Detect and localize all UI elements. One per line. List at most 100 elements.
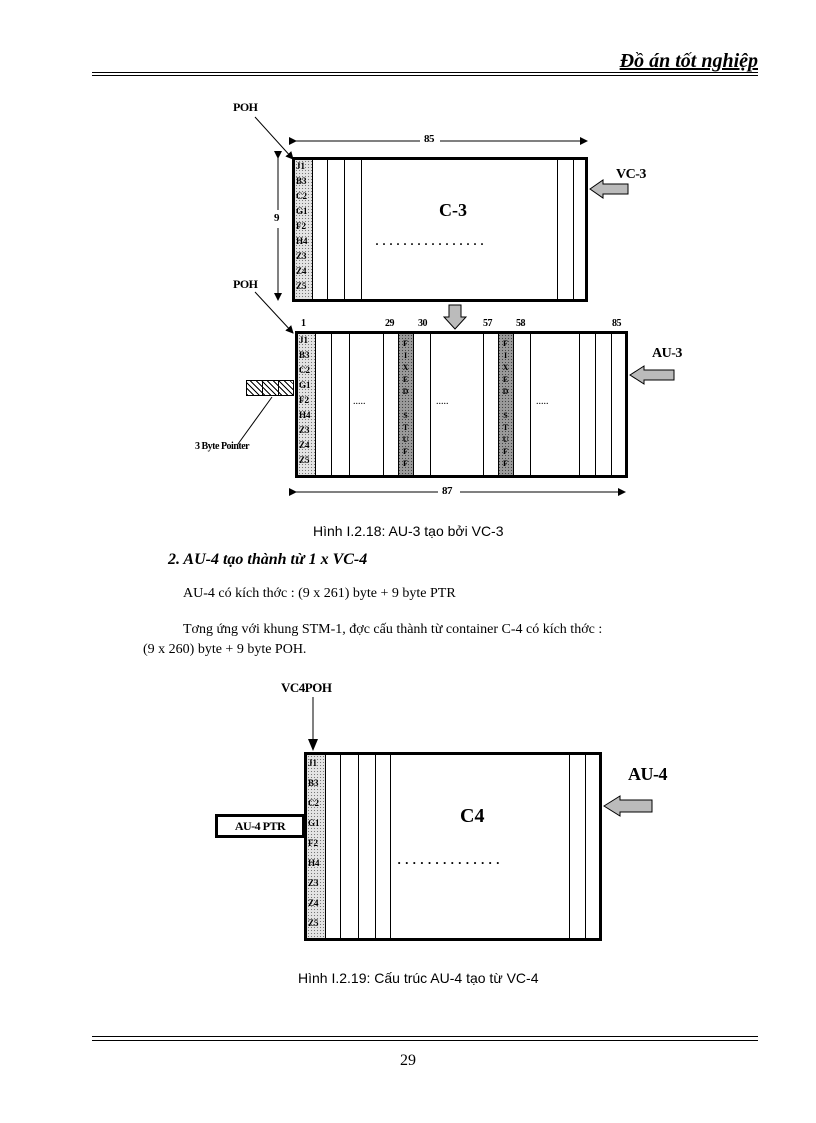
column-line bbox=[569, 755, 570, 938]
poh-label-top: POH bbox=[233, 100, 258, 114]
vc4poh-pointer-icon bbox=[308, 697, 318, 751]
stuff-letter: I bbox=[403, 351, 408, 360]
section-title: AU-4 tạo thành từ 1 x VC-4 bbox=[183, 551, 368, 568]
stuff-letter: D bbox=[402, 387, 409, 396]
stuff-letter: E bbox=[402, 375, 409, 384]
poh-cell-z4: Z4 bbox=[308, 898, 319, 908]
column-line bbox=[530, 334, 531, 475]
poh-cell-h4: H4 bbox=[299, 410, 311, 420]
stuff-letter: F bbox=[403, 447, 408, 456]
au3-arrow-icon bbox=[629, 365, 675, 385]
poh-cell-j1: J1 bbox=[299, 335, 308, 345]
poh-cell-h4: H4 bbox=[296, 236, 308, 246]
column-line bbox=[340, 755, 341, 938]
poh-cell-j1: J1 bbox=[296, 161, 305, 171]
pointer-label: 3 Byte Pointer bbox=[195, 441, 250, 452]
vc4poh-label: VC4POH bbox=[281, 680, 332, 695]
stuff-letter: E bbox=[502, 375, 509, 384]
poh-cell-c2: C2 bbox=[299, 365, 310, 375]
fixed-stuff-column-2: F I X E D S T U F F bbox=[498, 334, 513, 475]
column-line bbox=[383, 334, 384, 475]
column-line bbox=[498, 334, 499, 475]
column-line bbox=[344, 160, 345, 299]
footer-rule bbox=[92, 1040, 758, 1041]
figure-caption-2: Hình I.2.19: Cấu trúc AU-4 tạo từ VC-4 bbox=[298, 970, 539, 986]
column-line bbox=[413, 334, 414, 475]
column-line bbox=[483, 334, 484, 475]
stuff-letter: T bbox=[402, 423, 409, 432]
stuff-letter: U bbox=[402, 435, 409, 444]
height-label-9: 9 bbox=[274, 212, 280, 224]
poh-cell-j1: J1 bbox=[308, 758, 317, 768]
poh-cell-z3: Z3 bbox=[296, 251, 307, 261]
stuff-letter: F bbox=[503, 339, 508, 348]
poh-cell-z5: Z5 bbox=[296, 281, 307, 291]
col-label-1: 1 bbox=[301, 318, 306, 329]
paragraph-line-3: (9 x 260) byte + 9 byte POH. bbox=[143, 642, 307, 657]
au3-frame: J1 B3 C2 G1 F2 H4 Z3 Z4 Z5 F I X E D S T… bbox=[295, 331, 628, 478]
col-label-58: 58 bbox=[516, 318, 526, 329]
header-rule bbox=[92, 72, 758, 73]
paragraph-line-1: AU-4 có kích thớc : (9 x 261) byte + 9 b… bbox=[183, 586, 456, 601]
stuff-letter: X bbox=[402, 363, 409, 372]
poh-cell-b3: B3 bbox=[308, 778, 319, 788]
au3-dots: ..... bbox=[436, 396, 449, 407]
au3-pointer-block bbox=[246, 380, 294, 396]
poh-cell-c2: C2 bbox=[296, 191, 307, 201]
vc3-frame: J1 B3 C2 G1 F2 H4 Z3 Z4 Z5 C-3 · · · · ·… bbox=[292, 157, 588, 302]
poh-cell-h4: H4 bbox=[308, 858, 320, 868]
stuff-letter: F bbox=[503, 459, 508, 468]
au3-label: AU-3 bbox=[652, 346, 682, 361]
poh-cell-f2: F2 bbox=[299, 395, 309, 405]
c3-dots: · · · · · · · · · · · · · · · · bbox=[375, 237, 485, 251]
au4-arrow-icon bbox=[603, 795, 653, 817]
poh-cell-z4: Z4 bbox=[296, 266, 307, 276]
vc3-arrow-icon bbox=[589, 179, 629, 199]
poh-cell-g1: G1 bbox=[308, 818, 320, 828]
vc3-poh-column: J1 B3 C2 G1 F2 H4 Z3 Z4 Z5 bbox=[295, 160, 313, 299]
vc3-label: VC-3 bbox=[616, 167, 646, 182]
width-label-87: 87 bbox=[442, 485, 453, 497]
stuff-letter: T bbox=[502, 423, 509, 432]
column-line bbox=[398, 334, 399, 475]
col-label-85: 85 bbox=[612, 318, 622, 329]
column-line bbox=[430, 334, 431, 475]
figure-caption-1: Hình I.2.18: AU-3 tạo bởi VC-3 bbox=[313, 523, 504, 539]
column-line bbox=[611, 334, 612, 475]
column-line bbox=[595, 334, 596, 475]
column-line bbox=[573, 160, 574, 299]
stuff-letter: S bbox=[403, 411, 408, 420]
document-header-title: Đồ án tốt nghiệp bbox=[619, 50, 758, 72]
column-line bbox=[361, 160, 362, 299]
au4-frame: J1 B3 C2 G1 F2 H4 Z3 Z4 Z5 C4 · · · · · … bbox=[304, 752, 602, 941]
col-label-30: 30 bbox=[418, 318, 428, 329]
width-label-85: 85 bbox=[424, 133, 435, 145]
poh-cell-f2: F2 bbox=[308, 838, 318, 848]
poh-cell-b3: B3 bbox=[299, 350, 310, 360]
au4-label: AU-4 bbox=[628, 764, 668, 784]
section-number: 2. bbox=[168, 551, 180, 568]
fixed-stuff-column-1: F I X E D S T U F F bbox=[398, 334, 413, 475]
c4-dots: · · · · · · · · · · · · · · bbox=[397, 855, 500, 870]
au3-dots: ..... bbox=[536, 396, 549, 407]
poh-cell-c2: C2 bbox=[308, 798, 319, 808]
section-heading: 2. AU-4 tạo thành từ 1 x VC-4 bbox=[168, 551, 367, 569]
poh-cell-z5: Z5 bbox=[299, 455, 310, 465]
column-line bbox=[557, 160, 558, 299]
column-line bbox=[358, 755, 359, 938]
poh-cell-z5: Z5 bbox=[308, 918, 319, 928]
stuff-letter: S bbox=[503, 411, 508, 420]
down-arrow-icon bbox=[443, 304, 467, 330]
column-line bbox=[390, 755, 391, 938]
page-number: 29 bbox=[400, 1052, 416, 1069]
poh-cell-z4: Z4 bbox=[299, 440, 310, 450]
stuff-letter: F bbox=[403, 459, 408, 468]
poh-cell-g1: G1 bbox=[296, 206, 308, 216]
col-label-57: 57 bbox=[483, 318, 493, 329]
stuff-letter: U bbox=[502, 435, 509, 444]
poh-label-bottom: POH bbox=[233, 277, 258, 291]
column-line bbox=[579, 334, 580, 475]
column-line bbox=[513, 334, 514, 475]
column-line bbox=[349, 334, 350, 475]
au4-ptr-box: AU-4 PTR bbox=[215, 814, 305, 838]
